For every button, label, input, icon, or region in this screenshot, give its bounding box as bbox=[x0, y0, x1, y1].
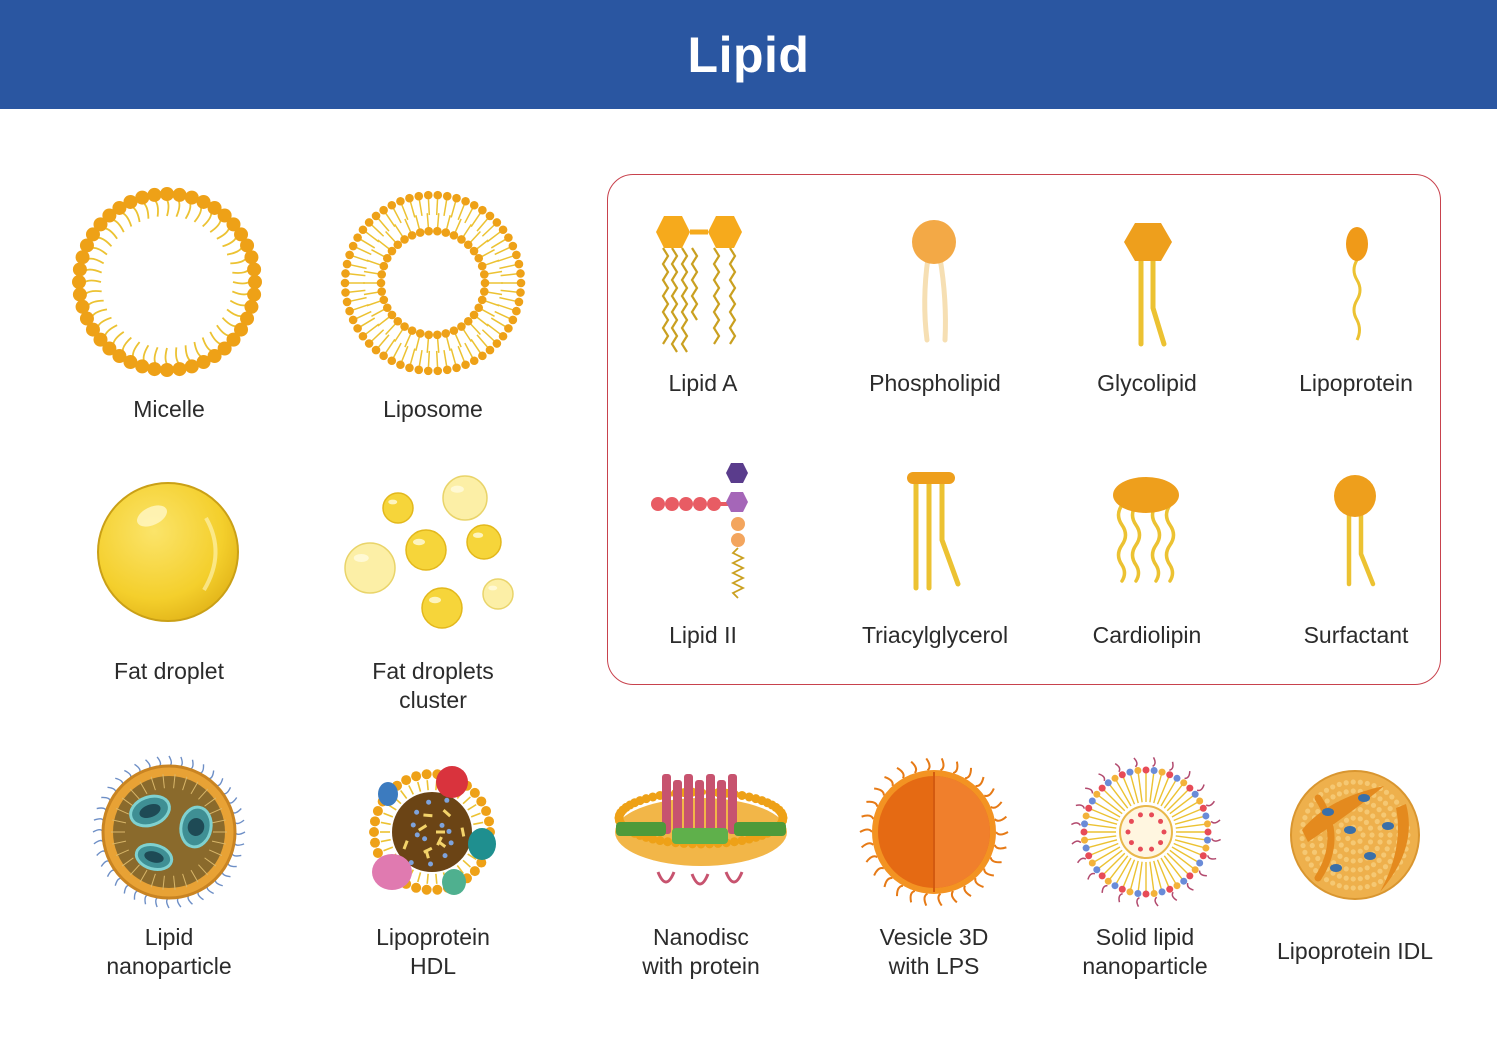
lipoprotein-hdl-icon bbox=[369, 766, 496, 895]
liposome-label: Liposome bbox=[383, 396, 483, 422]
lipid-ii-icon bbox=[651, 463, 748, 599]
lipoprotein-hdl-label: Lipoprotein HDL bbox=[376, 924, 490, 979]
lipid-ii-label: Lipid II bbox=[669, 622, 737, 648]
lipoprotein-idl-label: Lipoprotein IDL bbox=[1277, 938, 1433, 964]
surfactant-icon bbox=[1334, 475, 1376, 587]
micelle-icon bbox=[72, 187, 262, 377]
lipoprotein-icon bbox=[1346, 227, 1368, 341]
lipoprotein-idl-icon bbox=[1290, 770, 1420, 900]
solid-lipid-nanoparticle-icon bbox=[1071, 757, 1221, 907]
vesicle-3d-icon bbox=[859, 757, 1009, 907]
fat-droplet-icon bbox=[97, 482, 239, 622]
title-banner: Lipid bbox=[0, 0, 1497, 109]
lipid-nanoparticle-icon bbox=[92, 755, 246, 909]
triacylglycerol-icon bbox=[907, 472, 961, 591]
solid-lipid-nanoparticle-label: Solid lipid nanoparticle bbox=[1082, 924, 1208, 979]
page-title: Lipid bbox=[687, 26, 810, 83]
micelle-label: Micelle bbox=[133, 396, 205, 422]
liposome-icon bbox=[340, 190, 526, 376]
glycolipid-icon bbox=[1124, 223, 1172, 347]
surfactant-label: Surfactant bbox=[1303, 622, 1409, 648]
triacylglycerol-label: Triacylglycerol bbox=[861, 622, 1009, 648]
glycolipid-label: Glycolipid bbox=[1097, 370, 1197, 396]
cardiolipin-label: Cardiolipin bbox=[1092, 622, 1202, 648]
fat-droplets-cluster-icon bbox=[344, 475, 514, 629]
fat-droplets-cluster-label: Fat droplets cluster bbox=[372, 658, 494, 713]
fat-droplet-label: Fat droplet bbox=[114, 658, 224, 684]
lipid-nanoparticle-label: Lipid nanoparticle bbox=[106, 924, 232, 979]
phospholipid-label: Phospholipid bbox=[869, 370, 1001, 396]
nanodisc-icon bbox=[614, 774, 788, 886]
phospholipid-icon bbox=[912, 220, 956, 343]
lipid-a-icon bbox=[656, 216, 742, 353]
lipid-molecules-panel bbox=[607, 174, 1441, 685]
vesicle-3d-label: Vesicle 3D with LPS bbox=[879, 924, 989, 979]
lipoprotein-label: Lipoprotein bbox=[1299, 370, 1413, 396]
lipid-a-label: Lipid A bbox=[668, 370, 738, 396]
nanodisc-label: Nanodisc with protein bbox=[642, 924, 760, 979]
cardiolipin-icon bbox=[1113, 477, 1179, 583]
